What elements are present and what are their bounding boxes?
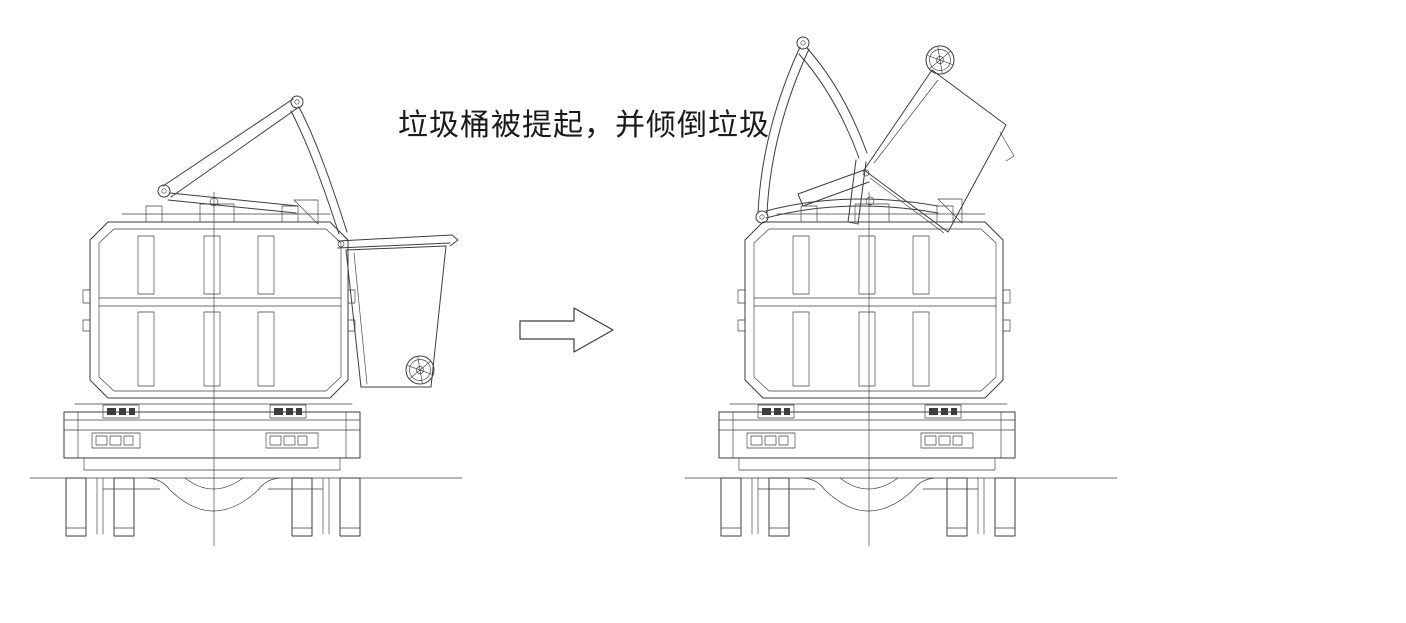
- bin-handle: [999, 131, 1015, 162]
- arm-pivot-joint: [157, 184, 171, 198]
- arm-pivot-joint: [755, 210, 769, 224]
- transition-arrow: [519, 307, 614, 353]
- bin-wheel: [405, 355, 435, 385]
- bin-lid: [337, 234, 453, 242]
- arm-apex-joint: [290, 95, 304, 109]
- right-truck-base: [684, 191, 1118, 547]
- bin-body: [863, 69, 1007, 233]
- right-arrow-icon: [519, 307, 614, 353]
- lift-cylinder: [847, 159, 867, 225]
- bin-body: [345, 245, 447, 388]
- left-lift-arm: [157, 95, 348, 235]
- left-garbage-bin: [337, 234, 459, 388]
- left-view: [29, 95, 463, 547]
- bin-wheel: [925, 45, 955, 75]
- right-view: [684, 36, 1118, 547]
- right-lift-arm: [755, 36, 963, 225]
- caption-text: 垃圾桶被提起，并倾倒垃圾: [398, 108, 770, 143]
- right-garbage-bin: [797, 45, 1015, 234]
- bin-lid-open: [797, 169, 870, 207]
- arm-bracket: [293, 199, 319, 225]
- arm-bracket: [937, 198, 963, 224]
- arm-apex-joint: [796, 36, 810, 50]
